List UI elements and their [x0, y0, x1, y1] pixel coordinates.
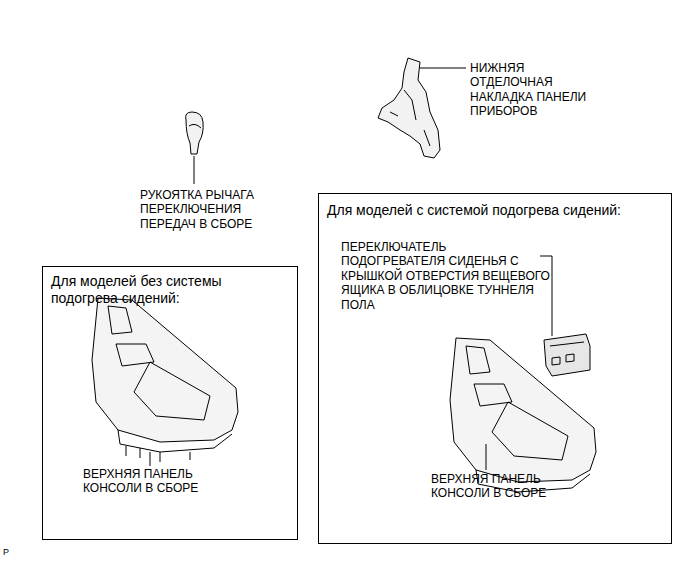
condition-box: Для моделей с системой подогрева сидений… [318, 193, 672, 544]
page-mark: P [3, 547, 23, 558]
condition-heading: Для моделей без системы подогрева сидени… [51, 273, 291, 307]
part-name: РУКОЯТКА РЫЧАГА ПЕРЕКЛЮЧЕНИЯ ПЕРЕДАЧ В С… [140, 188, 275, 231]
condition-heading: Для моделей с системой подогрева сидений… [327, 202, 657, 219]
condition-box: Для моделей без системы подогрева сидени… [42, 266, 298, 540]
part-name: ВЕРХНЯЯ ПАНЕЛЬ КОНСОЛИ В СБОРЕ [431, 472, 581, 501]
part-name: НИЖНЯЯ ОТДЕЛОЧНАЯ НАКЛАДКА ПАНЕЛИ ПРИБОР… [470, 61, 592, 119]
part-name: ВЕРХНЯЯ ПАНЕЛЬ КОНСОЛИ В СБОРЕ [83, 467, 233, 496]
part-name: ПЕРЕКЛЮЧАТЕЛЬ ПОДОГРЕВАТЕЛЯ СИДЕНЬЯ С КР… [341, 240, 551, 312]
